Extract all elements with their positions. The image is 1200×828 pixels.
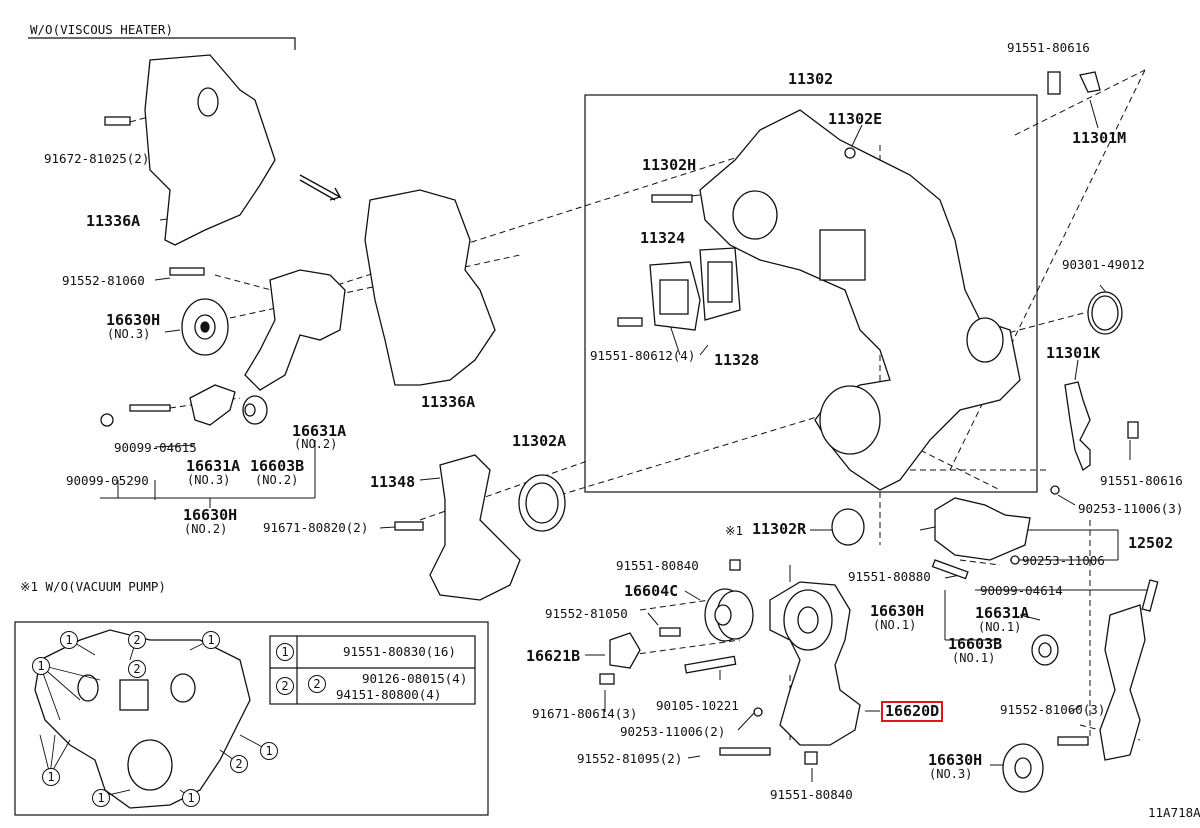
callout-11324[interactable]: 11324 — [640, 229, 686, 247]
callout-90099-04614[interactable]: 90099-04614 — [980, 583, 1063, 598]
gasket-11328 — [699, 247, 741, 321]
legend-part-94151-80800[interactable]: 94151-80800(4) — [336, 687, 442, 702]
callout-16631a-no1-sub: (NO.1) — [978, 620, 1022, 634]
callout-11348[interactable]: 11348 — [370, 473, 416, 491]
arm-16631a-no3 — [189, 384, 236, 426]
callout-91551-80880[interactable]: 91551-80880 — [848, 569, 931, 584]
callout-91551-80616-right[interactable]: 91551-80616 — [1100, 473, 1183, 488]
inset-marker-1: 1 — [32, 657, 50, 675]
callout-16630h-no2-sub: (NO.2) — [184, 522, 228, 536]
callout-16630h-no3-top[interactable]: 16630H — [106, 311, 161, 329]
idler-bracket — [244, 269, 346, 391]
callout-91552-81060-3[interactable]: 91552-81060(3) — [1000, 702, 1106, 717]
callout-16631a-no2-sub: (NO.2) — [294, 437, 338, 451]
callout-91552-81095[interactable]: 91552-81095(2) — [577, 751, 683, 766]
callout-11302r[interactable]: 11302R — [752, 520, 807, 538]
sensor-11301m — [1079, 71, 1101, 93]
callout-16630h-no1-sub: (NO.1) — [873, 618, 917, 632]
callout-90253-11006-2[interactable]: 90253-11006(2) — [620, 724, 726, 739]
inset-marker-2: 2 — [230, 755, 248, 773]
callout-91551-80616-top[interactable]: 91551-80616 — [1007, 40, 1090, 55]
callout-16631a-no3-sub: (NO.3) — [187, 473, 231, 487]
callout-11301m[interactable]: 11301M — [1072, 129, 1127, 147]
callout-11336a-mid[interactable]: 11336A — [421, 393, 476, 411]
callout-11336a-top[interactable]: 11336A — [86, 212, 141, 230]
callout-90099-05290[interactable]: 90099-05290 — [66, 473, 149, 488]
callout-16603b-no2-sub: (NO.2) — [255, 473, 299, 487]
callout-90253-11006[interactable]: 90253-11006 — [1022, 553, 1105, 568]
legend-marker-2: 2 — [276, 677, 294, 695]
callout-11302e[interactable]: 11302E — [828, 110, 883, 128]
figure-id: 11A718A — [1148, 805, 1200, 820]
callout-16631a-no1[interactable]: 16631A — [975, 604, 1030, 622]
callout-91551-80840-top[interactable]: 91551-80840 — [616, 558, 699, 573]
plug-11302r — [831, 508, 865, 546]
timing-cover-box — [584, 94, 1038, 493]
inset-marker-1: 1 — [92, 789, 110, 807]
callout-12502[interactable]: 12502 — [1128, 534, 1174, 552]
callout-16603b-no2[interactable]: 16603B — [250, 457, 305, 475]
bracket-11336a-top — [144, 54, 276, 246]
direction-arrow — [299, 174, 342, 201]
bracket-12502 — [934, 497, 1031, 561]
callout-91551-80612[interactable]: 91551-80612(4) — [590, 348, 696, 363]
callout-16620d-highlighted[interactable]: 16620D — [881, 701, 944, 722]
bracket-11336a-mid — [364, 189, 496, 386]
callout-11301k[interactable]: 11301K — [1046, 344, 1101, 362]
callout-16630h-no3-bottom-sub: (NO.3) — [929, 767, 973, 781]
callout-16604c[interactable]: 16604C — [624, 582, 679, 600]
callout-16631a-no2[interactable]: 16631A — [292, 422, 347, 440]
inset-marker-1: 1 — [182, 789, 200, 807]
inset-marker-2: 2 — [128, 660, 146, 678]
legend-part-91551-80830[interactable]: 91551-80830(16) — [343, 644, 456, 659]
bracket-16621b — [609, 632, 641, 669]
callout-91551-80840-bottom[interactable]: 91551-80840 — [770, 787, 853, 802]
callout-90301-49012[interactable]: 90301-49012 — [1062, 257, 1145, 272]
group-bracket-viscous — [28, 37, 296, 50]
callout-16630h-no1[interactable]: 16630H — [870, 602, 925, 620]
group-label-vacuum-pump: ※1 W/O(VACUUM PUMP) — [20, 579, 166, 594]
callout-11302[interactable]: 11302 — [788, 70, 834, 88]
callout-11328[interactable]: 11328 — [714, 351, 760, 369]
inset-box — [14, 621, 489, 816]
callout-16630h-no2[interactable]: 16630H — [183, 506, 238, 524]
callout-11302a[interactable]: 11302A — [512, 432, 567, 450]
callout-11302h[interactable]: 11302H — [642, 156, 697, 174]
group-label-viscous-heater: W/O(VISCOUS HEATER) — [30, 22, 173, 37]
inset-legend-box — [269, 635, 476, 705]
inset-marker-2: 2 — [308, 675, 326, 693]
legend-marker-1: 1 — [276, 643, 294, 661]
callout-16630h-no3-bottom[interactable]: 16630H — [928, 751, 983, 769]
callout-91671-80614[interactable]: 91671-80614(3) — [532, 706, 638, 721]
callout-91552-81060-left[interactable]: 91552-81060 — [62, 273, 145, 288]
callout-16630h-no3-top-sub: (NO.3) — [107, 327, 151, 341]
gasket-11324 — [649, 261, 701, 331]
inset-marker-1: 1 — [260, 742, 278, 760]
plate-11348 — [429, 454, 521, 601]
callout-90105-10221[interactable]: 90105-10221 — [656, 698, 739, 713]
inset-marker-1: 1 — [60, 631, 78, 649]
sensor-11301k — [1064, 381, 1091, 472]
callout-16603b-no1[interactable]: 16603B — [948, 635, 1003, 653]
callout-90099-04615[interactable]: 90099-04615 — [114, 440, 197, 455]
legend-part-90126-08015[interactable]: 90126-08015(4) — [362, 671, 468, 686]
inset-marker-2: 2 — [128, 631, 146, 649]
arm-16631a-no1 — [1099, 604, 1146, 761]
inset-marker-1: 1 — [42, 768, 60, 786]
callout-91671-80820[interactable]: 91671-80820(2) — [263, 520, 369, 535]
callout-90253-11006-3[interactable]: 90253-11006(3) — [1078, 501, 1184, 516]
callout-91552-81050[interactable]: 91552-81050 — [545, 606, 628, 621]
callout-16631a-no3[interactable]: 16631A — [186, 457, 241, 475]
callout-16621b[interactable]: 16621B — [526, 647, 581, 665]
callout-11302r-mark: ※1 — [725, 523, 743, 538]
callout-16603b-no1-sub: (NO.1) — [952, 651, 996, 665]
timing-cover-11302 — [699, 109, 1021, 491]
callout-91672-81025[interactable]: 91672-81025(2) — [44, 151, 150, 166]
inset-marker-1: 1 — [202, 631, 220, 649]
